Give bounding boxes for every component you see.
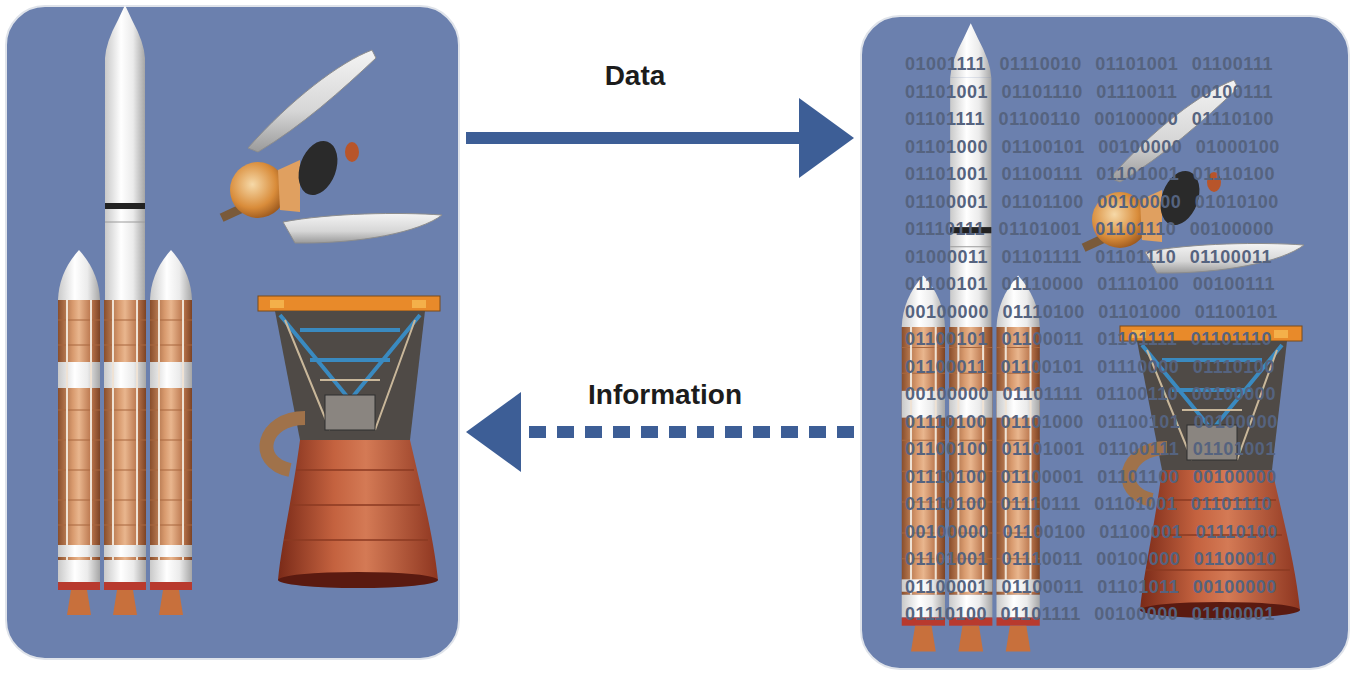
panel-box: [5, 5, 460, 660]
binary-text: 01001111 01110010 01101001 01100111 0110…: [905, 51, 1305, 629]
edge-label-box: Information: [588, 379, 742, 411]
rocket-illustration: [902, 23, 1040, 651]
rocket-parts-illustration: [220, 50, 442, 588]
dashed-arrow: [521, 426, 854, 438]
panel-box: 01001111 01110010 01101001 01100111 0110…: [860, 15, 1350, 670]
edge-label: Information: [588, 379, 742, 411]
rocket-parts-illustration: [1082, 80, 1304, 618]
solid-arrow: [466, 132, 799, 144]
rocket-illustration: [58, 5, 192, 615]
edge-label-box: Data: [605, 60, 666, 92]
edge-label: Data: [605, 60, 666, 92]
